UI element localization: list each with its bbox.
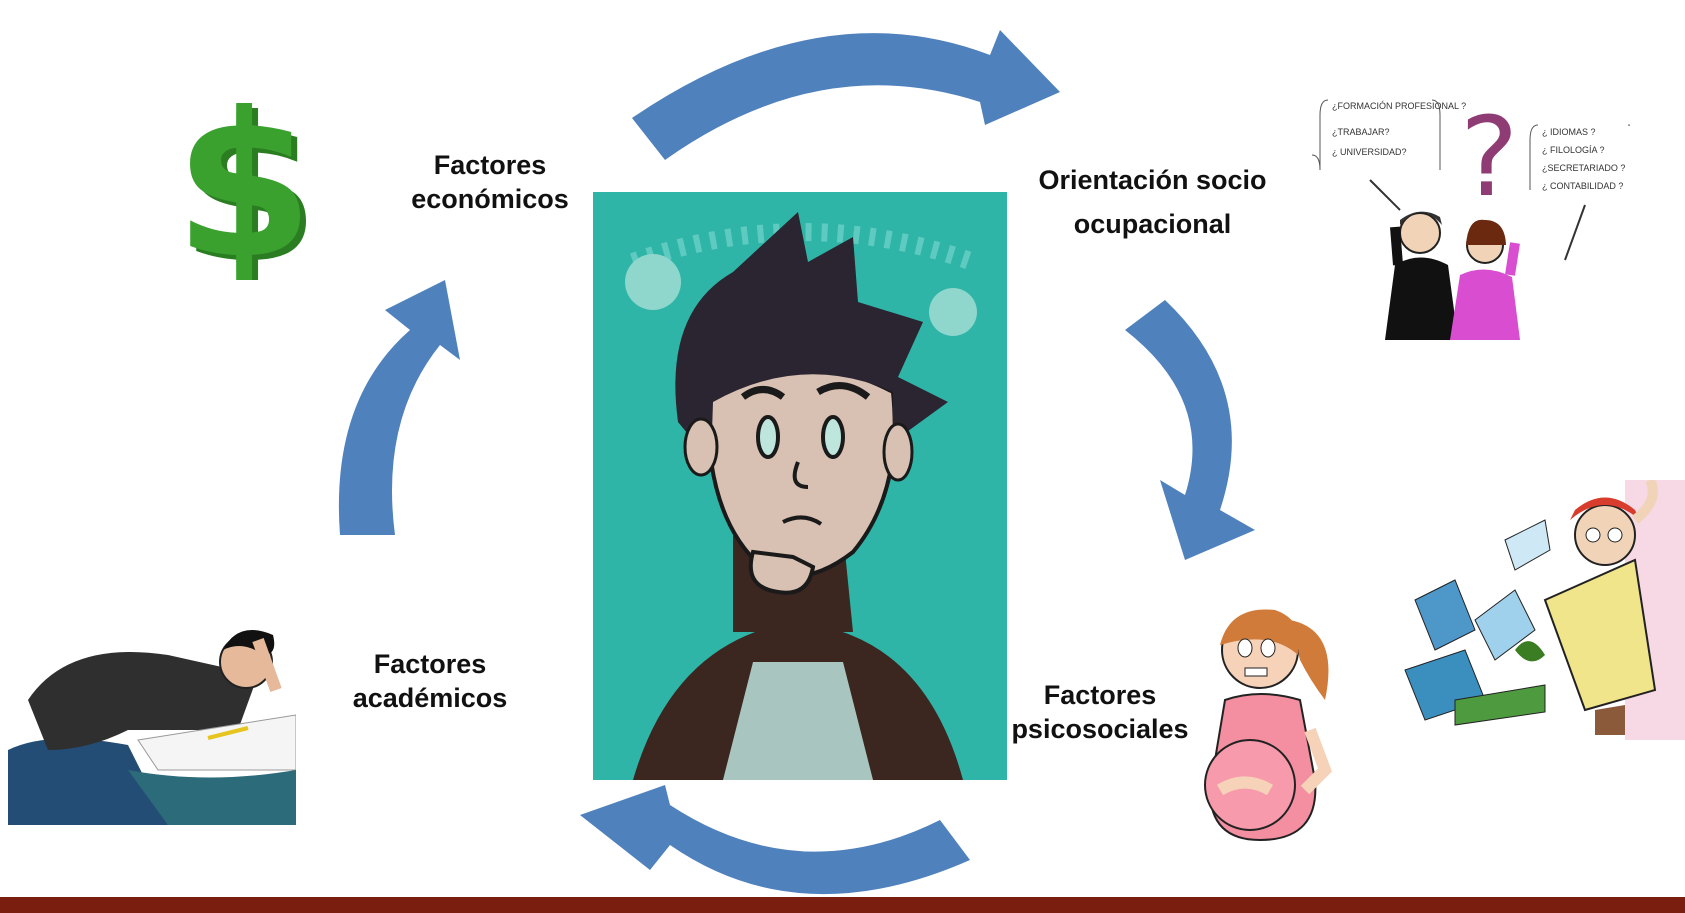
question-left-2: ¿TRABAJAR?: [1332, 127, 1390, 137]
label-factores-economicos: Factores económicos: [411, 150, 569, 214]
tired-student-image: [8, 620, 297, 825]
dollar-sign-image: $ $: [150, 70, 350, 308]
stressed-boy-bottles-image: [1395, 477, 1685, 740]
svg-text:$: $: [180, 95, 319, 280]
arrow-bottom: [580, 785, 970, 895]
question-right-1: ¿ IDIOMAS ?: [1542, 127, 1596, 137]
arrow-top: [632, 30, 1060, 160]
question-right-2: ¿ FILOLOGÍA ?: [1542, 145, 1605, 155]
pregnant-girl-image: [1190, 600, 1360, 845]
question-right-4: ¿ CONTABILIDAD ?: [1542, 181, 1623, 191]
question-mark: ?: [1460, 95, 1518, 221]
arrow-right: [1125, 300, 1255, 560]
question-right-3: ¿SECRETARIADO ?: [1542, 163, 1625, 173]
career-choice-questions-image: ¿FORMACIÓN PROFESIONAL ? ¿TRABAJAR? ¿ UN…: [1300, 93, 1637, 345]
label-factores-psicosociales: Factores psicosociales: [1011, 680, 1189, 744]
label-orientacion-socio-ocupacional: Orientación socio ocupacional: [1038, 165, 1267, 239]
question-left-3: ¿ UNIVERSIDAD?: [1332, 147, 1407, 157]
svg-text:$: $: [174, 95, 313, 280]
question-left-1: ¿FORMACIÓN PROFESIONAL ?: [1332, 101, 1466, 111]
center-thinking-character-image: [593, 192, 1007, 780]
bottom-bar: [0, 897, 1685, 913]
label-factores-academicos: Factores académicos: [352, 649, 508, 713]
arrow-left: [338, 280, 460, 535]
